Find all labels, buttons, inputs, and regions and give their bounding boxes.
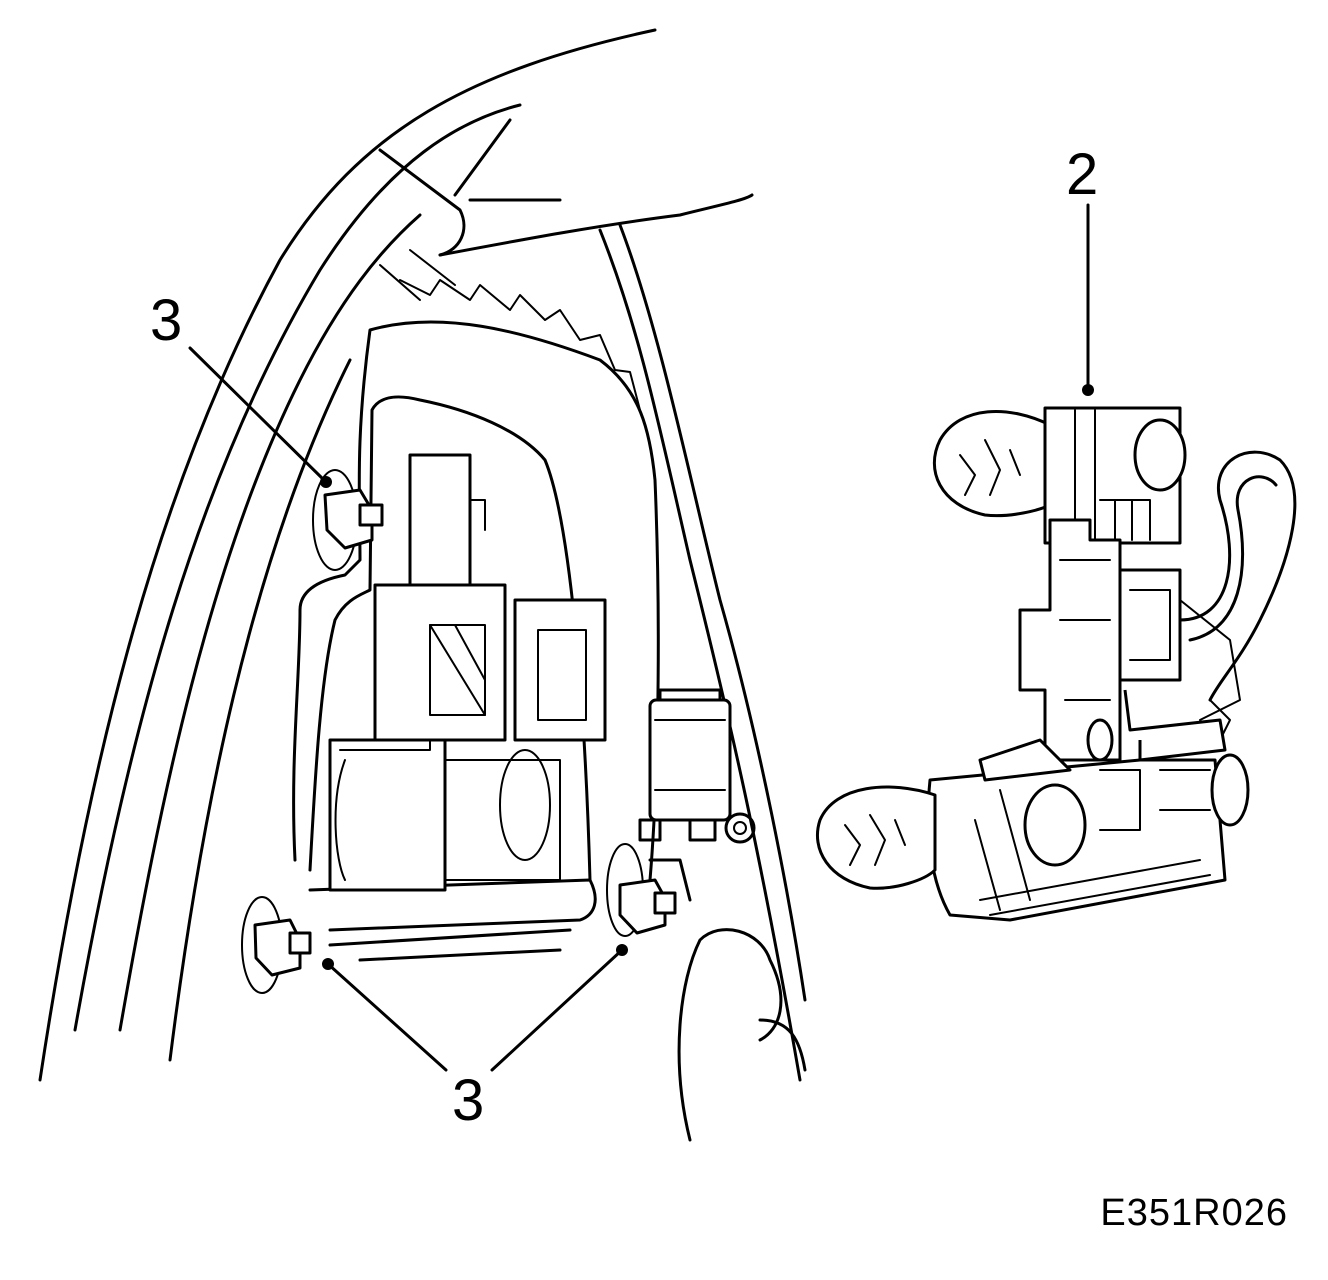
callout-3-upper-nut: 3 [150, 288, 183, 353]
nut-upper [312, 469, 384, 571]
nut-lower-right [606, 843, 677, 937]
figure-reference-code: E351R026 [1100, 1192, 1288, 1234]
tail-lamp-housing [292, 249, 660, 962]
body-panel-lines [38, 28, 807, 1142]
bulb-holder-assembly [815, 406, 1297, 922]
callout-3-lower-nuts: 3 [452, 1068, 485, 1133]
wiring-connector [638, 688, 756, 902]
callout-2-bulb-holder: 2 [1066, 142, 1099, 207]
callout-leaders [188, 203, 1094, 1072]
nut-lower-left [241, 896, 312, 994]
